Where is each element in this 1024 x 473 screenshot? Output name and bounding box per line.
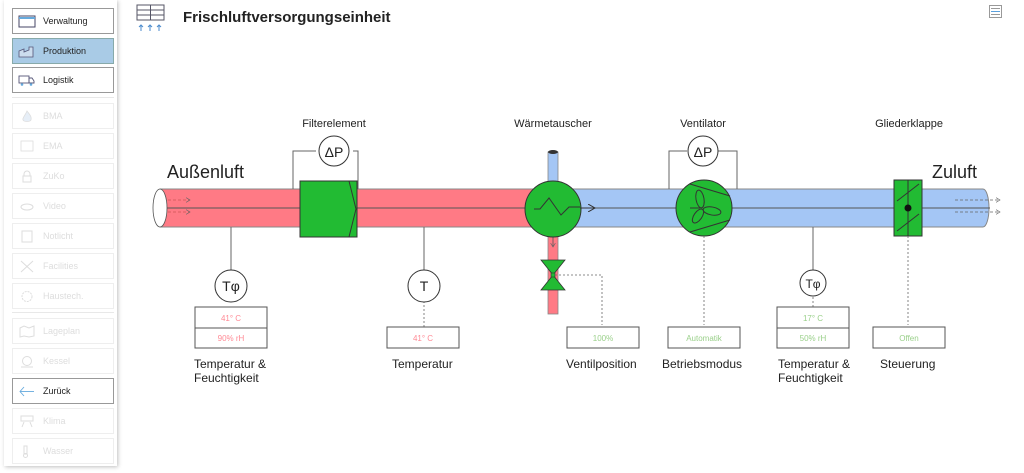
supply-duct xyxy=(552,188,1000,228)
dp-symbol: ΔP xyxy=(694,144,713,160)
sidebar-item-label: Zurück xyxy=(43,386,71,396)
sidebar-item-label: Facilities xyxy=(43,261,79,271)
truck-icon xyxy=(13,74,41,87)
sidebar-item-notlicht: Notlicht xyxy=(12,223,114,249)
sensor-label: Temperatur xyxy=(392,357,453,371)
sidebar-item-label: Produktion xyxy=(43,46,87,56)
dp-symbol: ΔP xyxy=(325,144,344,160)
sensor-inlet-temperature-humidity[interactable]: Tφ 41° C 90% rH Temperatur & Feuchtigkei… xyxy=(194,269,268,385)
sidebar-item-lageplan: Lageplan xyxy=(12,318,114,344)
sensor-label: Temperatur & xyxy=(194,357,266,371)
differential-pressure-sensor[interactable] xyxy=(318,135,350,167)
sensor-value: Automatik xyxy=(686,334,723,343)
sensor-label: Feuchtigkeit xyxy=(194,371,259,385)
gear-icon xyxy=(13,290,41,303)
sidebar-item-zuko: ZuKo xyxy=(12,163,114,189)
page-title: Frischluftversorgungseinheit xyxy=(183,9,391,26)
differential-pressure-sensor[interactable] xyxy=(687,135,719,167)
tools-icon xyxy=(13,260,41,273)
sensor-value: 100% xyxy=(593,334,613,343)
arrow-left-icon xyxy=(13,385,41,398)
sensor-symbol: Tφ xyxy=(805,277,820,291)
damper-label: Gliederklappe xyxy=(875,118,943,130)
inlet-label: Außenluft xyxy=(167,162,244,182)
sidebar-item-video: Video xyxy=(12,193,114,219)
menu-icon xyxy=(991,8,1000,9)
sidebar-item-wasser: Wasser xyxy=(12,438,114,464)
heat-exchanger[interactable]: Wärmetauscher xyxy=(514,118,603,325)
fan-rotor-icon xyxy=(690,189,722,224)
divider xyxy=(12,312,114,313)
sensor-label: Betriebsmodus xyxy=(662,357,742,371)
sensor-label: Steuerung xyxy=(880,357,935,371)
sensor-label: Feuchtigkeit xyxy=(778,371,843,385)
sensor-fan-mode[interactable]: Automatik Betriebsmodus xyxy=(662,326,742,371)
sidebar-item-kessel: Kessel xyxy=(12,348,114,374)
sensor-damper-control[interactable]: Offen Steuerung xyxy=(872,326,946,371)
sidebar-item-klima: Klima xyxy=(12,408,114,434)
sensor-symbol: T xyxy=(420,278,429,294)
sidebar-item-bma: BMA xyxy=(12,103,114,129)
back-button[interactable]: Zurück xyxy=(12,378,114,404)
lock-icon xyxy=(13,170,41,183)
sidebar-item-label: Wasser xyxy=(43,446,74,456)
sidebar-item-facilities: Facilities xyxy=(12,253,114,279)
divider xyxy=(12,97,114,98)
sidebar-item-label: BMA xyxy=(43,111,63,121)
sidebar-item-label: Haustech. xyxy=(43,291,84,301)
sensor-value: 41° C xyxy=(413,334,433,343)
sidebar-item-label: Kessel xyxy=(43,356,71,366)
sidebar-item-logistik[interactable]: Logistik xyxy=(12,67,114,93)
sensor-value: 17° C xyxy=(803,314,823,323)
sidebar-item-label: Video xyxy=(43,201,66,211)
sensor-outlet-temperature-humidity[interactable]: Tφ 17° C 50% rH Temperatur & Feuchtigkei… xyxy=(776,269,850,385)
sensor-label: Ventilposition xyxy=(566,357,637,371)
alarm-icon xyxy=(13,140,41,153)
window-icon xyxy=(13,15,41,28)
sidebar-item-label: ZuKo xyxy=(43,171,65,181)
damper[interactable]: Gliederklappe xyxy=(875,118,943,325)
valve[interactable] xyxy=(540,259,566,291)
sidebar-item-label: Verwaltung xyxy=(43,16,88,26)
climate-icon xyxy=(13,415,41,428)
heat-exchanger-label: Wärmetauscher xyxy=(514,118,592,130)
sensor-value: Offen xyxy=(899,334,918,343)
sensor-temperature[interactable]: T 41° C Temperatur xyxy=(386,269,460,371)
sensor-value: 90% rH xyxy=(218,334,245,343)
emergency-light-icon xyxy=(13,230,41,243)
sensor-valve-position[interactable]: 100% Ventilposition xyxy=(566,326,640,371)
sidebar-item-ema: EMA xyxy=(12,133,114,159)
sensor-label: Temperatur & xyxy=(778,357,850,371)
map-icon xyxy=(13,324,41,338)
fan-label: Ventilator xyxy=(680,118,726,130)
menu-icon-line xyxy=(991,11,1000,12)
filter-element[interactable]: Filterelement ΔP xyxy=(292,118,366,238)
sidebar-item-verwaltung[interactable]: Verwaltung xyxy=(12,8,114,34)
sidebar-item-produktion[interactable]: Produktion xyxy=(12,38,114,64)
menu-icon-line xyxy=(991,14,1000,15)
water-icon xyxy=(13,445,41,458)
sensor-symbol: Tφ xyxy=(222,278,240,294)
outlet-label: Zuluft xyxy=(932,162,977,182)
sidebar-item-label: Klima xyxy=(43,416,66,426)
sidebar-item-label: EMA xyxy=(43,141,63,151)
sensor-value: 41° C xyxy=(221,314,241,323)
sensor-value: 50% rH xyxy=(800,334,827,343)
camera-icon xyxy=(13,200,41,213)
sidebar-item-label: Notlicht xyxy=(43,231,74,241)
sidebar-item-label: Logistik xyxy=(43,75,74,85)
factory-icon xyxy=(13,45,41,58)
boiler-icon xyxy=(13,355,41,368)
air-supply-icon xyxy=(136,4,168,39)
filter-label: Filterelement xyxy=(302,118,366,130)
sidebar: Verwaltung Produktion Logistik BMA EMA Z… xyxy=(4,0,117,466)
sidebar-item-haustech: Haustech. xyxy=(12,283,114,309)
fan[interactable]: Ventilator ΔP xyxy=(668,118,738,325)
sidebar-item-label: Lageplan xyxy=(43,326,81,336)
menu-button[interactable] xyxy=(989,5,1002,18)
fire-icon xyxy=(13,109,41,123)
